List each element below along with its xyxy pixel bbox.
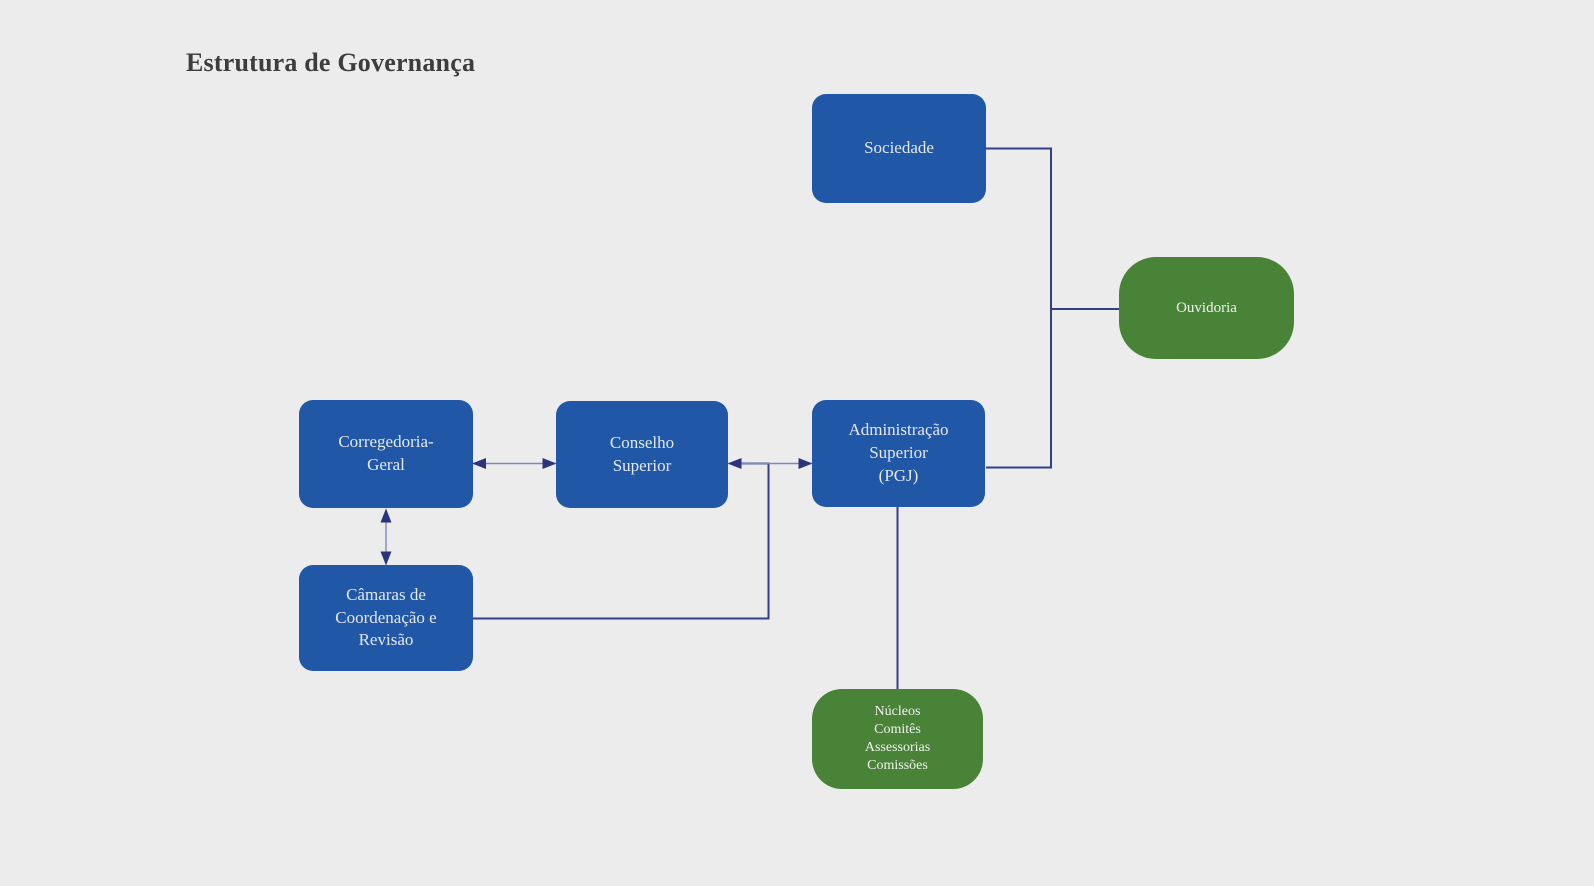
node-conselho-superior: Conselho Superior bbox=[556, 401, 728, 508]
node-nucleos-comites-assessorias-comissoes: Núcleos Comitês Assessorias Comissões bbox=[812, 689, 983, 789]
node-camaras-coordenacao-revisao: Câmaras de Coordenação e Revisão bbox=[299, 565, 473, 671]
diagram-title: Estrutura de Governança bbox=[186, 48, 476, 77]
node-administracao-superior: Administração Superior (PGJ) bbox=[812, 400, 985, 507]
node-sociedade: Sociedade bbox=[812, 94, 986, 203]
node-corregedoria-geral: Corregedoria- Geral bbox=[299, 400, 473, 508]
connector-sociedade-administracao bbox=[986, 147, 1052, 469]
node-ouvidoria: Ouvidoria bbox=[1119, 257, 1294, 359]
